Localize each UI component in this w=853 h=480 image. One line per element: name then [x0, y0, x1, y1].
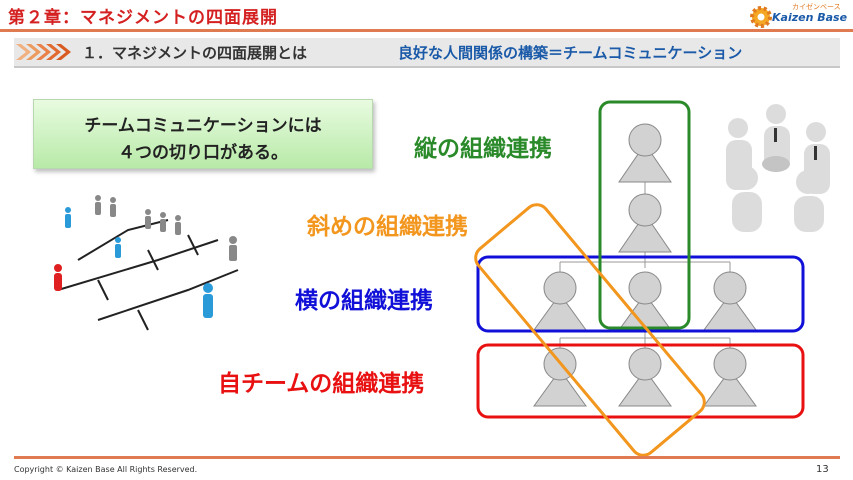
person-icon [618, 123, 672, 183]
person-icon [703, 271, 757, 331]
person-icon [618, 347, 672, 407]
label-team-coordination: 自チームの組織連携 [218, 371, 425, 397]
team-frame [476, 343, 805, 419]
logo-subtext: カイゼンベース [792, 3, 841, 11]
header-divider [0, 29, 853, 32]
section-bar: １．マネジメントの四面展開とは 良好な人間関係の構築＝チームコミュニケーション [14, 38, 840, 68]
footer-divider [14, 456, 840, 459]
callout-box: チームコミュニケーションには ４つの切り口がある。 [33, 99, 373, 169]
org-chart-illustration [54, 195, 239, 331]
label-diagonal-coordination: 斜めの組織連携 [307, 214, 468, 240]
connector-lines [559, 180, 731, 350]
chapter-title: 第２章：マネジメントの四面展開 [8, 8, 278, 28]
person-icon [533, 347, 587, 407]
diagonal-frame [474, 203, 706, 457]
callout-line-2: ４つの切り口がある。 [118, 143, 288, 163]
page-number: 13 [816, 464, 829, 475]
callout-line-1: チームコミュニケーションには [84, 116, 322, 136]
logo: カイゼンベース Kaizen Base [748, 2, 848, 32]
copyright-text: Copyright © Kaizen Base All Rights Reser… [14, 465, 198, 474]
logo-text: Kaizen Base [772, 11, 848, 24]
gear-icon [750, 6, 772, 28]
label-vertical-coordination: 縦の組織連携 [414, 136, 552, 162]
team-huddle-illustration [726, 104, 830, 232]
person-icon [533, 271, 587, 331]
horizontal-frame [476, 255, 805, 333]
label-horizontal-coordination: 横の組織連携 [295, 288, 433, 314]
section-subtitle: 良好な人間関係の構築＝チームコミュニケーション [398, 44, 743, 62]
person-icon [703, 347, 757, 407]
chevron-arrows-icon [16, 44, 71, 60]
person-icon [618, 271, 672, 331]
section-title: １．マネジメントの四面展開とは [82, 44, 308, 62]
person-icon [618, 193, 672, 253]
